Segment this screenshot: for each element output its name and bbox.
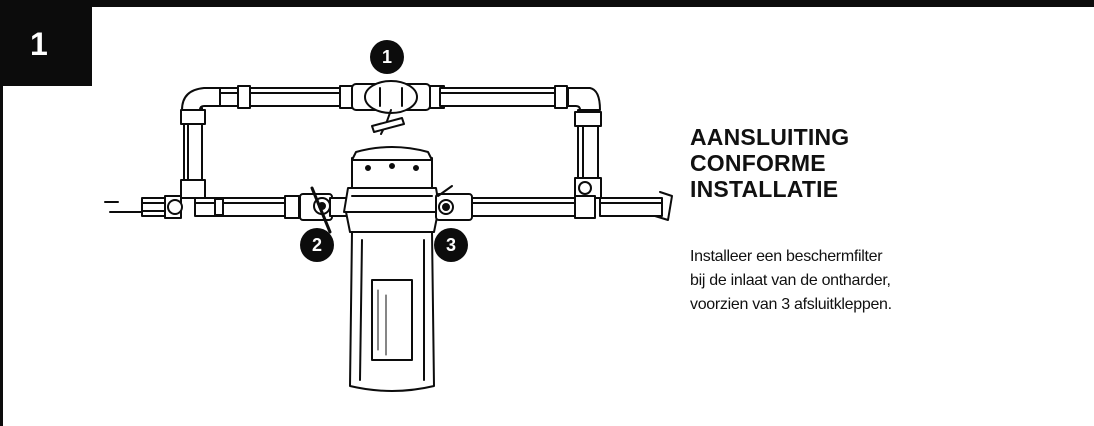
bypass-right-riser	[567, 87, 602, 199]
inlet-valve	[299, 186, 351, 234]
bypass-top-pipe	[219, 85, 576, 109]
description-text: Installeer een beschermfilter bij de inl…	[690, 245, 1070, 317]
heading-line-2: CONFORME	[690, 150, 826, 176]
description-line-2: bij de inlaat van de ontharder,	[690, 272, 891, 289]
bypass-valve	[351, 80, 431, 135]
callout-3-label: 3	[446, 235, 456, 255]
description-line-3: voorzien van 3 afsluitkleppen.	[690, 296, 892, 313]
callout-2-badge: 2	[300, 228, 334, 262]
heading-line-1: AANSLUITING	[690, 124, 850, 150]
bypass-filter-diagram: 1 2 3	[104, 40, 673, 392]
description-line-1: Installeer een beschermfilter	[690, 248, 883, 265]
frame-left-border	[0, 0, 3, 426]
step-badge: 1	[0, 0, 92, 86]
outlet-valve	[435, 185, 473, 221]
filter-housing	[343, 146, 441, 392]
heading-line-3: INSTALLATIE	[690, 176, 839, 202]
callout-3-badge: 3	[434, 228, 468, 262]
outlet-pipe	[469, 191, 673, 221]
callout-2-label: 2	[312, 235, 322, 255]
bypass-left-riser	[180, 87, 223, 199]
callout-1-badge: 1	[370, 40, 404, 74]
frame-top-border	[0, 0, 1094, 7]
callout-1-label: 1	[382, 47, 392, 67]
section-heading: AANSLUITING CONFORME INSTALLATIE	[690, 124, 1070, 202]
inlet-pipe	[104, 195, 306, 219]
step-number: 1	[30, 26, 48, 62]
